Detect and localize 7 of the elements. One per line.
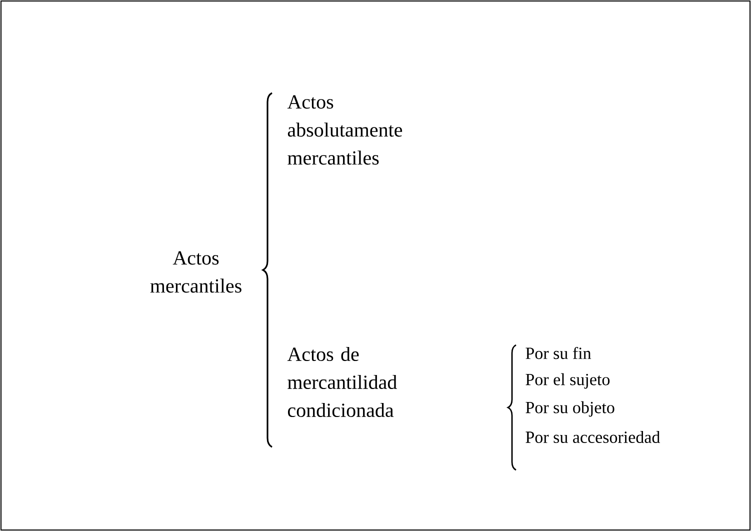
- list-item: Por su accesoriedad: [526, 431, 660, 443]
- text-label: Actos mercantiles: [150, 251, 242, 293]
- list-item: Por su fin: [526, 346, 592, 360]
- text-label: Actos de mercantilidad condicionada: [287, 346, 397, 418]
- list-item: Por su objeto: [526, 401, 614, 417]
- text-label: Actos absolutamente mercantiles: [287, 95, 402, 165]
- list-item: Por el sujeto: [526, 373, 610, 389]
